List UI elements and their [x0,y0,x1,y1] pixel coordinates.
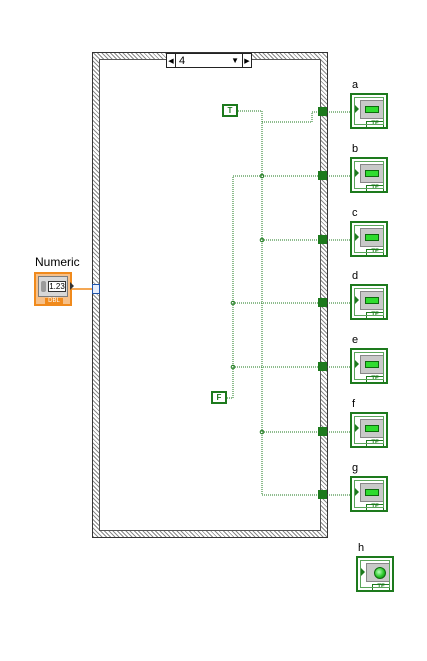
indicator-type-badge: TF [366,440,384,447]
output-tunnel-e[interactable] [318,362,327,371]
led-icon [374,567,386,579]
indicator-label-e: e [352,334,359,346]
indicator-h[interactable]: TF [356,556,394,592]
indicator-label-c: c [352,207,358,219]
indicator-type-badge: TF [372,584,390,591]
indicator-label-h: h [358,542,365,554]
boolean-bar-icon [365,361,379,368]
increment-arrow-icon[interactable]: ▶ [242,54,251,67]
case-selector[interactable]: ◀ 4 ▼ ▶ [166,53,252,68]
output-tunnel-b[interactable] [318,171,327,180]
input-arrow-icon [355,488,359,496]
numeric-type-badge: DBL [45,298,63,305]
input-arrow-icon [355,296,359,304]
case-structure-interior [99,59,321,531]
output-tunnel-c[interactable] [318,235,327,244]
boolean-bar-icon [365,106,379,113]
input-arrow-icon [361,568,365,576]
wire-true-a[interactable] [262,111,318,123]
wire-false-main[interactable] [227,175,318,399]
input-tunnel[interactable] [92,284,100,294]
indicator-type-badge: TF [366,504,384,511]
indicator-g[interactable]: TF [350,476,388,512]
boolean-bar-icon [365,425,379,432]
indicator-type-badge: TF [366,121,384,128]
input-arrow-icon [355,233,359,241]
indicator-label-f: f [352,398,356,410]
boolean-bar-icon [365,489,379,496]
input-arrow-icon [355,105,359,113]
boolean-bar-icon [365,297,379,304]
indicator-label-d: d [352,270,359,282]
indicator-d[interactable]: TF [350,284,388,320]
spinner-icon [41,281,46,292]
output-tunnel-d[interactable] [318,298,327,307]
indicator-label-b: b [352,143,359,155]
indicator-a[interactable]: TF [350,93,388,129]
numeric-control-terminal[interactable]: 1.23 DBL [34,272,74,306]
output-tunnel-a[interactable] [318,107,327,116]
case-selector-value: 4 [179,54,186,67]
indicator-f[interactable]: TF [350,412,388,448]
input-arrow-icon [355,424,359,432]
numeric-value: 1.23 [48,281,66,292]
indicator-type-badge: TF [366,249,384,256]
chevron-down-icon[interactable]: ▼ [231,56,239,65]
indicator-label-g: g [352,462,359,474]
numeric-label: Numeric [35,255,80,269]
true-constant[interactable]: T [222,104,238,117]
numeric-face: 1.23 [38,276,68,297]
output-arrow-icon [70,282,74,290]
boolean-bar-icon [365,234,379,241]
indicator-label-a: a [352,79,359,91]
false-constant[interactable]: F [211,391,227,404]
output-tunnel-g[interactable] [318,490,327,499]
indicator-e[interactable]: TF [350,348,388,384]
indicator-type-badge: TF [366,376,384,383]
indicator-c[interactable]: TF [350,221,388,257]
indicator-type-badge: TF [366,312,384,319]
boolean-bar-icon [365,170,379,177]
decrement-arrow-icon[interactable]: ◀ [167,54,176,67]
input-arrow-icon [355,169,359,177]
output-tunnel-f[interactable] [318,427,327,436]
indicator-type-badge: TF [366,185,384,192]
case-structure[interactable] [92,52,328,538]
input-arrow-icon [355,360,359,368]
indicator-b[interactable]: TF [350,157,388,193]
